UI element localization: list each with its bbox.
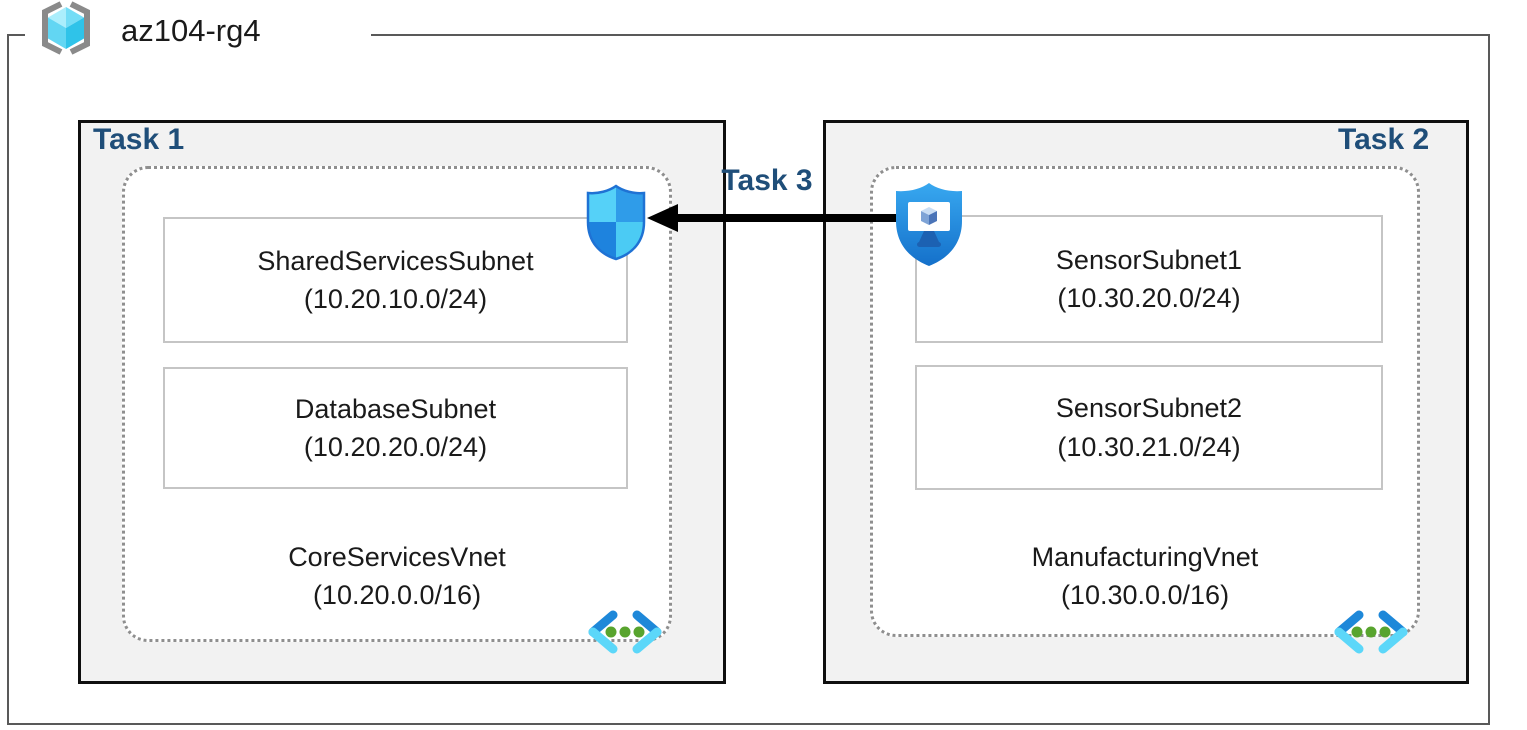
- task3-label: Task 3: [721, 164, 813, 197]
- resource-group-icon: [33, 0, 99, 63]
- subnet-cidr: (10.30.21.0/24): [1057, 431, 1241, 462]
- task2-label: Task 2: [1338, 123, 1430, 156]
- vnet-name: CoreServicesVnet: [288, 542, 506, 572]
- resource-group-name: az104-rg4: [121, 13, 261, 48]
- subnet-cidr: (10.20.20.0/24): [303, 432, 488, 462]
- task1-label: Task 1: [93, 123, 185, 156]
- manufacturing-vnet-label: ManufacturingVnet (10.30.0.0/16): [870, 538, 1420, 615]
- sensor-subnet1-box: SensorSubnet1 (10.30.20.0/24): [915, 215, 1383, 343]
- resource-group-legend: az104-rg4: [25, 0, 371, 63]
- virtual-network-icon: [1334, 608, 1408, 661]
- shared-services-subnet-box: SharedServicesSubnet (10.20.10.0/24): [163, 217, 628, 343]
- bastion-shield-monitor-icon: [892, 181, 966, 274]
- virtual-network-icon: [588, 608, 662, 661]
- vnet-name: ManufacturingVnet: [1031, 542, 1259, 572]
- subnet-name: SharedServicesSubnet: [257, 245, 534, 276]
- vnet-cidr: (10.30.0.0/16): [1060, 580, 1230, 611]
- subnet-name: SensorSubnet2: [1055, 393, 1243, 424]
- subnet-name: SensorSubnet1: [1055, 244, 1243, 275]
- core-services-vnet-label: CoreServicesVnet (10.20.0.0/16): [122, 538, 672, 615]
- subnet-cidr: (10.20.10.0/24): [303, 284, 488, 314]
- task3-arrow: [644, 200, 900, 241]
- defender-shield-icon: [584, 184, 648, 267]
- subnet-name: DatabaseSubnet: [294, 393, 497, 424]
- subnet-cidr: (10.30.20.0/24): [1057, 283, 1241, 313]
- database-subnet-box: DatabaseSubnet (10.20.20.0/24): [163, 367, 628, 489]
- vnet-cidr: (10.20.0.0/16): [312, 580, 482, 611]
- sensor-subnet2-box: SensorSubnet2 (10.30.21.0/24): [915, 365, 1383, 490]
